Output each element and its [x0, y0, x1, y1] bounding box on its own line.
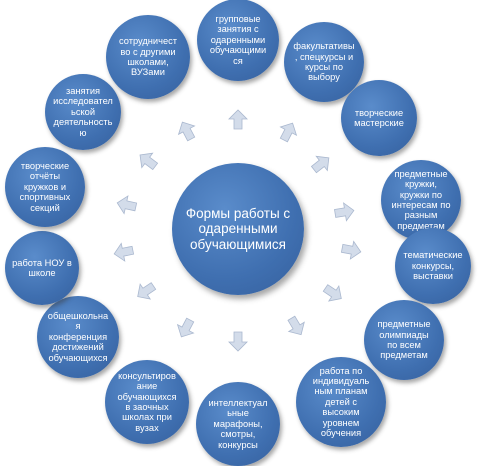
node-label: занятия исследовател ьской деятельность … [53, 85, 113, 138]
node-cooperation: сотрудничест во с другими школами, ВУЗам… [106, 15, 190, 99]
node-label: предметные олимпиады по всем предметам [377, 319, 431, 361]
node-group-classes: групповые занятия с одаренными обучающим… [197, 0, 279, 81]
node-label: тематические конкурсы, выставки [403, 250, 463, 282]
node-label: групповые занятия с одаренными обучающим… [209, 13, 267, 66]
node-label: творческие мастерские [354, 107, 404, 128]
node-nou-work: работа НОУ в школе [5, 231, 79, 305]
node-creative-reports: творческие отчёты кружков и спортивных с… [5, 147, 85, 227]
node-subject-clubs: предметные кружки, кружки по интересам п… [381, 160, 461, 240]
node-electives: факультативы , спецкурсы и курсы по выбо… [284, 22, 364, 102]
node-olympiads: предметные олимпиады по всем предметам [364, 300, 444, 380]
center-node: Формы работы с одаренными обучающимися [172, 163, 304, 295]
node-label: предметные кружки, кружки по интересам п… [391, 168, 451, 231]
node-correspondence: консультиров ание обучающихся в заочных … [105, 360, 189, 444]
node-label: факультативы , спецкурсы и курсы по выбо… [293, 41, 355, 83]
node-workshops: творческие мастерские [341, 80, 417, 156]
node-label: творческие отчёты кружков и спортивных с… [19, 160, 71, 213]
node-label: работа по индивидуаль ным планам детей с… [312, 365, 370, 439]
node-contests: тематические конкурсы, выставки [395, 228, 471, 304]
node-marathons: интеллектуал ьные марафоны, смотры, конк… [196, 382, 280, 466]
node-label: общешкольна я конференция достижений обу… [47, 310, 109, 363]
node-label: консультиров ание обучающихся в заочных … [117, 370, 177, 433]
node-school-conference: общешкольна я конференция достижений обу… [37, 296, 119, 378]
center-label: Формы работы с одаренными обучающимися [185, 205, 291, 252]
node-label: сотрудничест во с другими школами, ВУЗам… [118, 36, 178, 78]
node-individual-plans: работа по индивидуаль ным планам детей с… [296, 357, 386, 447]
node-research: занятия исследовател ьской деятельность … [45, 74, 121, 150]
node-label: интеллектуал ьные марафоны, смотры, конк… [208, 397, 268, 450]
node-label: работа НОУ в школе [12, 257, 72, 278]
